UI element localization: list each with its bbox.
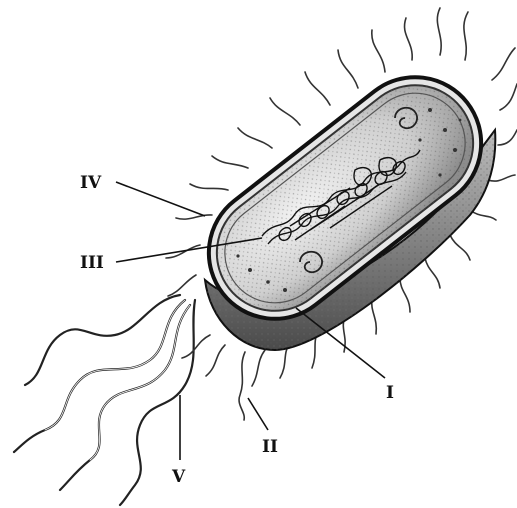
- label-cell-wall: I: [386, 383, 394, 403]
- label-flagellum: V: [171, 467, 186, 487]
- leader-line-iv: [116, 182, 205, 216]
- flagella: [14, 295, 195, 505]
- label-pili: II: [262, 437, 278, 457]
- label-capsule: IV: [80, 173, 102, 193]
- leader-line-ii: [248, 398, 268, 430]
- label-nucleoid: III: [80, 253, 104, 273]
